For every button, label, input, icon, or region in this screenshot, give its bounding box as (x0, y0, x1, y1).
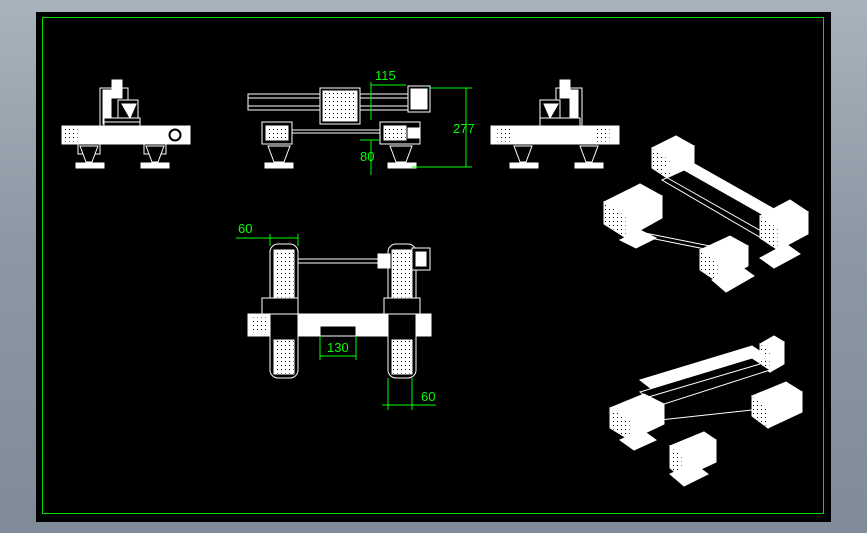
drawing-frame (42, 17, 824, 514)
dimension-label-front-height: 277 (453, 121, 475, 136)
dimension-label-top-right: 60 (421, 389, 435, 404)
isometric-view-upper (602, 135, 809, 293)
front-view (247, 85, 431, 169)
top-view (247, 243, 432, 379)
isometric-view-lower (608, 335, 804, 487)
dimension-label-front-offset: 80 (360, 149, 374, 164)
top-view-dimensions (236, 234, 436, 410)
front-view-dimensions (360, 82, 472, 175)
dimension-label-top-center: 130 (327, 340, 349, 355)
side-view-right (490, 79, 620, 169)
side-view-left (61, 79, 191, 169)
dimension-label-front-width: 115 (375, 68, 396, 83)
dimension-label-top-left: 60 (238, 221, 252, 236)
